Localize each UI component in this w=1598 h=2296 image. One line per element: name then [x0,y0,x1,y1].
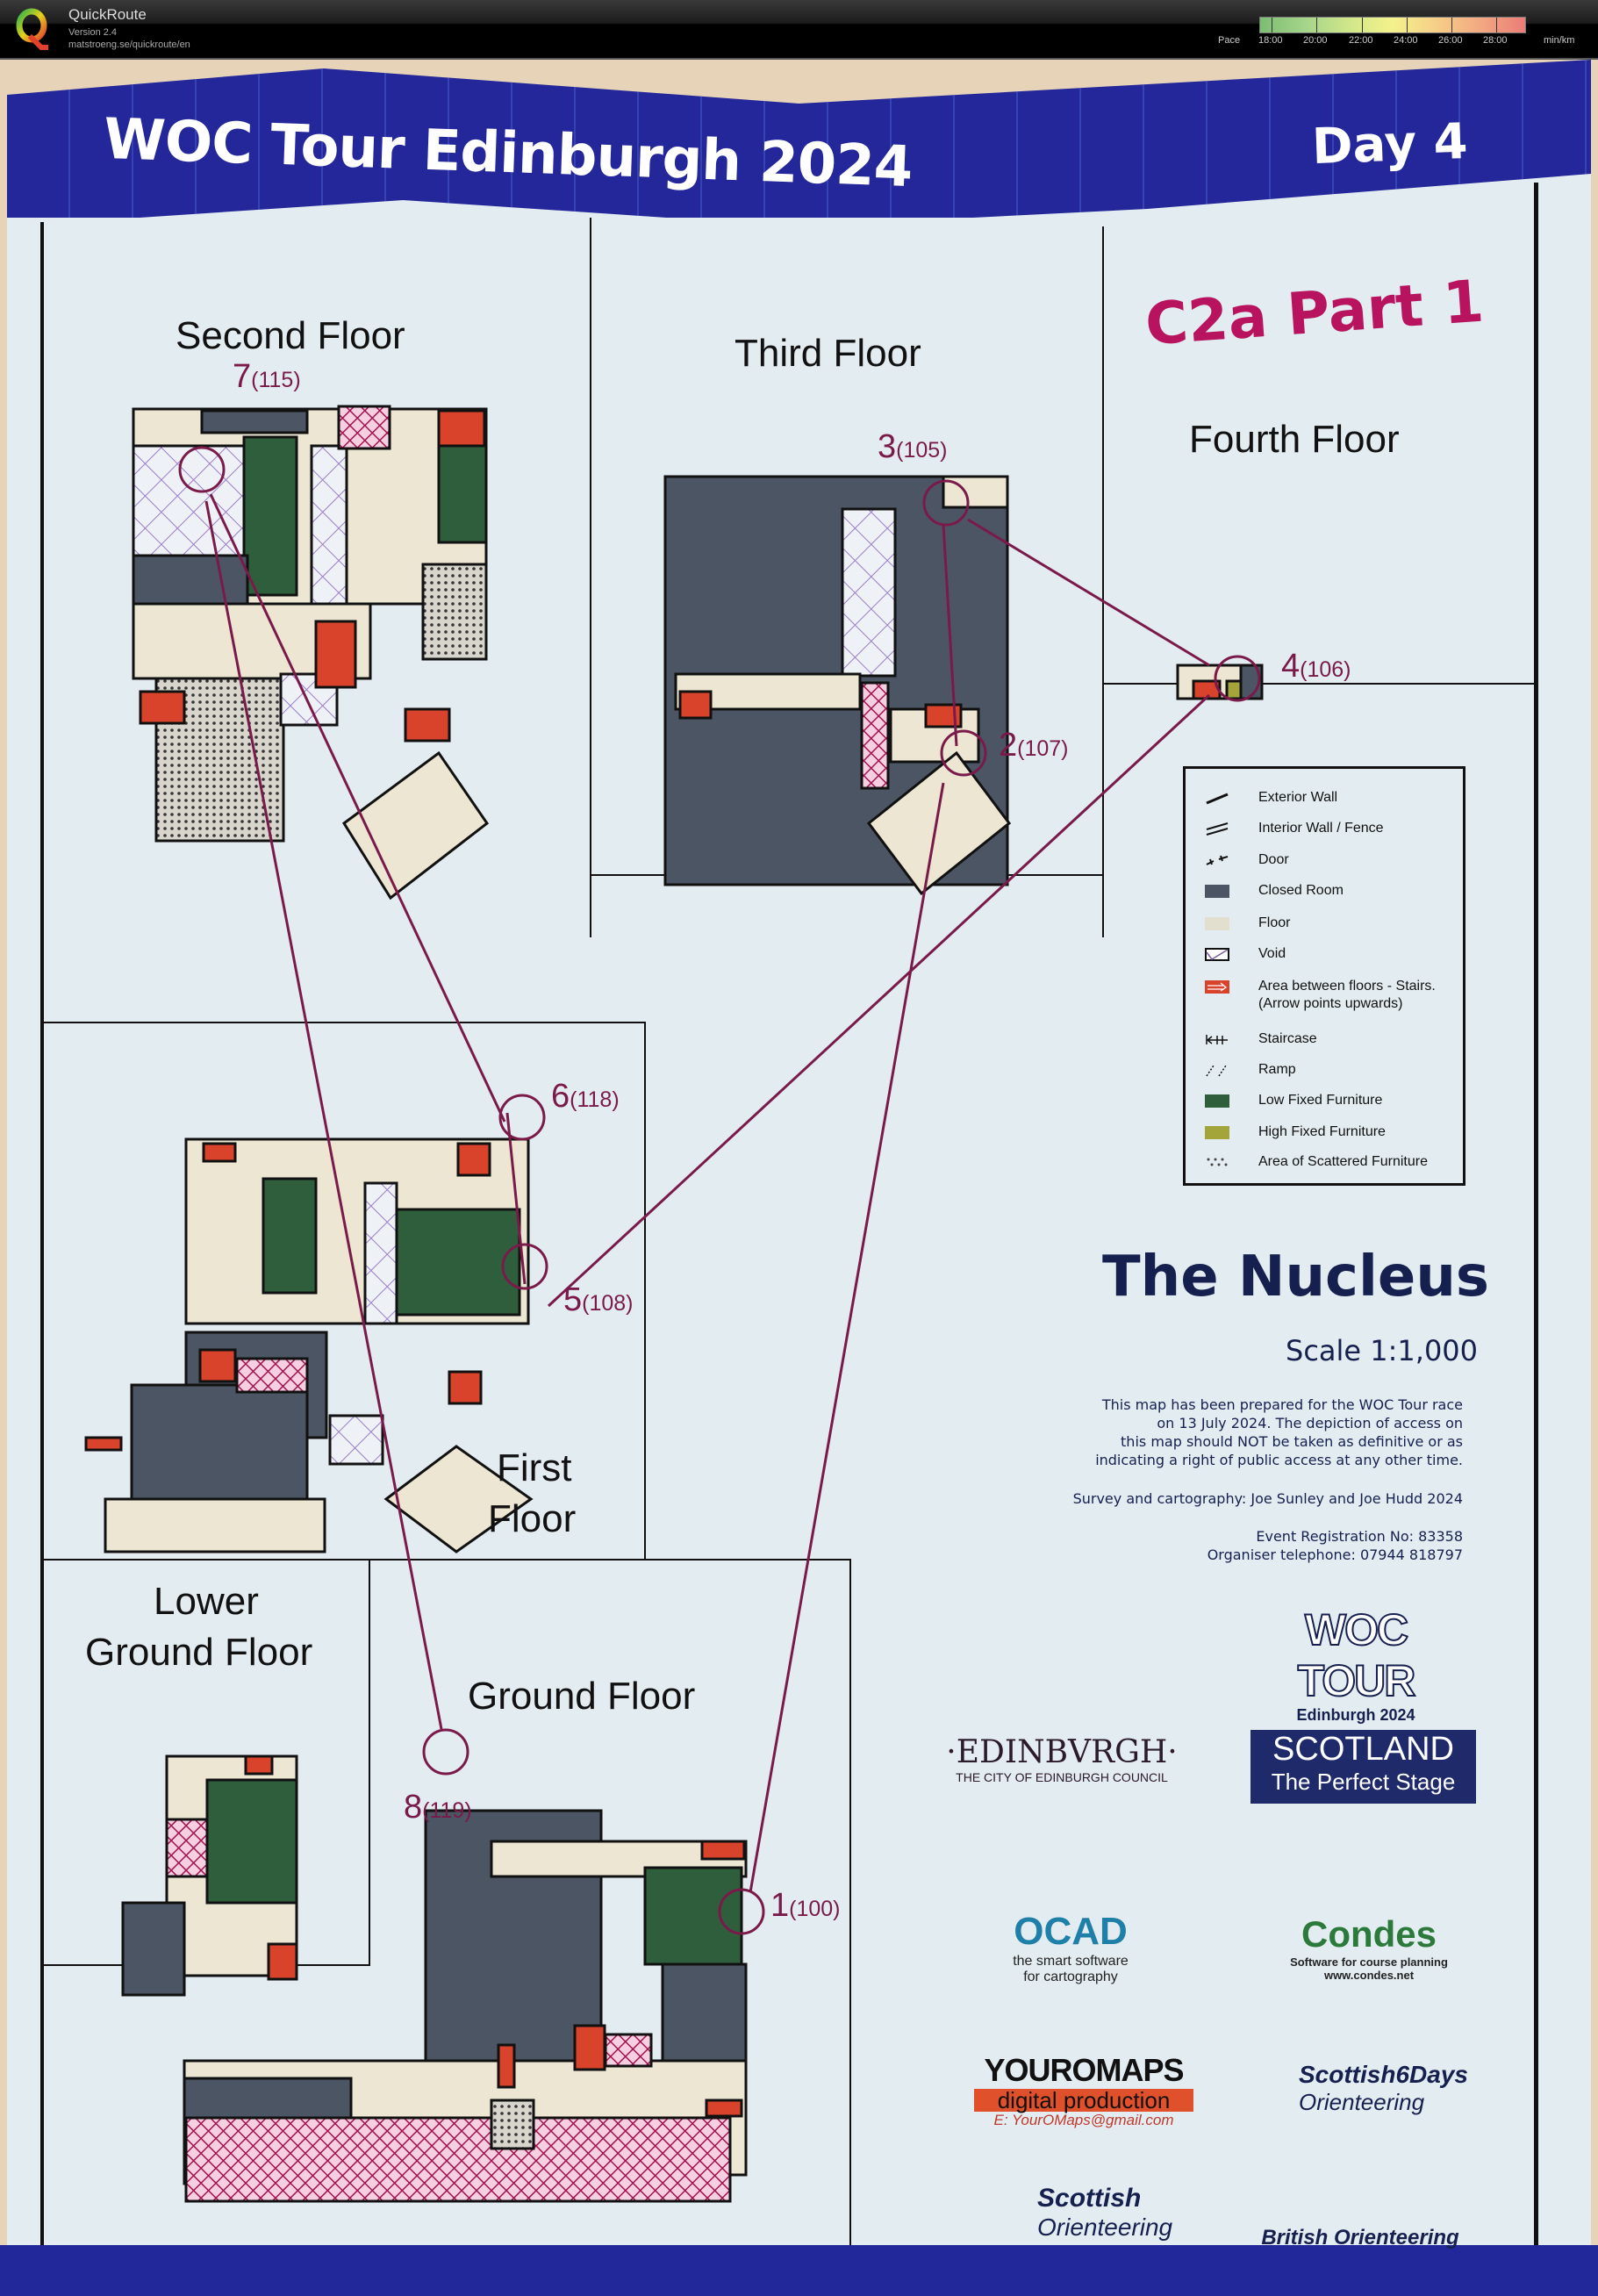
floor-title-lower-ground: Lower [154,1580,259,1623]
pace-unit: min/km [1544,35,1575,46]
control-4[interactable]: 4(106) [1281,648,1351,685]
condes-logo: Condes Software for course planning www.… [1290,1913,1448,1982]
legend-item: Staircase [1186,1030,1463,1051]
q-logo-icon [16,8,48,50]
staircase-icon [1206,1035,1228,1044]
scottish-orienteering-logo: Scottish Orienteering [1037,2184,1173,2241]
legend-item: Void [1186,944,1463,965]
low-furniture-swatch [1205,1094,1229,1108]
scottish-6-days-logo: Scottish6Days Orienteering [1299,2061,1468,2115]
pace-tick-label: 28:00 [1483,35,1508,46]
control-5[interactable]: 5(108) [563,1281,634,1318]
scattered-furniture-swatch [1207,1158,1228,1166]
legend-item: Door [1186,850,1463,872]
void-swatch [1205,948,1229,961]
control-1[interactable]: 1(100) [770,1887,841,1924]
floor-title-first: First [497,1446,572,1489]
frame-left [40,222,44,2245]
app-header: QuickRoute Version 2.4 matstroeng.se/qui… [0,0,1598,60]
floor-title-lower-ground-2: Ground Floor [85,1631,313,1674]
pace-tick-label: 22:00 [1349,35,1373,46]
frame-divider [644,1022,646,1559]
pace-tick-label: 26:00 [1438,35,1463,46]
control-6[interactable]: 6(118) [551,1078,620,1115]
floor-title-ground: Ground Floor [468,1675,696,1718]
ground-floor-plan [183,1809,748,2203]
floor-title-third: Third Floor [735,332,921,375]
scotland-logo: SCOTLAND The Perfect Stage [1250,1730,1476,1804]
first-floor-plan [84,1137,534,1553]
course-overlay [178,446,1261,1935]
app-url[interactable]: matstroeng.se/quickroute/en [68,39,190,50]
frame-divider [1102,226,1104,937]
youromaps-logo: YOUROMAPS digital production E: YourOMap… [974,2052,1193,2129]
event-info: Event Registration No: 83358 Organiser t… [1207,1528,1463,1563]
floor-title-second: Second Floor [176,314,405,357]
pace-tick-label: 20:00 [1303,35,1328,46]
legend-item: Low Fixed Furniture [1186,1091,1463,1112]
legend-item: Closed Room [1186,881,1463,902]
legend-item: Interior Wall / Fence [1186,819,1463,840]
legend-item: High Fixed Furniture [1186,1123,1463,1144]
legend-item: Ramp [1186,1060,1463,1081]
frame-divider [44,1559,851,1561]
floor-title-fourth: Fourth Floor [1189,418,1400,461]
frame-divider [44,1022,646,1023]
floor-plans [84,405,1264,2203]
control-8[interactable]: 8(119) [404,1789,472,1826]
exterior-wall-icon [1206,793,1229,805]
third-floor-plan [663,475,1012,896]
ramp-icon [1206,1065,1227,1077]
legend-item-note: (Arrow points upwards) [1258,996,1403,1011]
map-canvas[interactable]: WOC Tour Edinburgh 2024 Day 4 [0,60,1598,2296]
map-legend: Exterior Wall Interior Wall / Fence Door… [1183,766,1465,1186]
frame-divider [1102,683,1536,685]
interior-wall-icon [1206,822,1229,836]
app-name: QuickRoute [68,6,147,23]
frame-divider [369,1559,370,1964]
frame-divider [849,1559,851,2245]
closed-room-swatch [1205,885,1229,898]
floor-swatch [1205,917,1229,930]
legend-item: Area between floors - Stairs. [1186,977,1463,998]
woc-tour-logo: WOC TOUR Edinburgh 2024 [1296,1604,1416,1724]
ocad-logo: OCAD the smart software for cartography [1013,1910,1129,1984]
edinburgh-council-logo: ·EDINBVRGH· THE CITY OF EDINBURGH COUNCI… [946,1734,1178,1784]
pace-tick-label: 18:00 [1258,35,1283,46]
control-7[interactable]: 7(115) [233,358,301,395]
venue-name: The Nucleus [1102,1245,1489,1309]
pace-tick-label: 24:00 [1394,35,1418,46]
stairs-arrow-icon [1205,980,1229,994]
frame-divider [590,218,591,937]
legend-item: Area of Scattered Furniture [1186,1152,1463,1173]
floor-title-first-2: Floor [488,1497,577,1540]
second-floor-plan [132,405,490,900]
british-orienteering-logo: British Orienteering [1261,2226,1459,2249]
legend-item: Exterior Wall [1186,788,1463,809]
app-version: Version 2.4 [68,27,118,38]
bottom-banner [0,2245,1598,2296]
pace-label: Pace [1218,35,1241,46]
disclaimer: This map has been prepared for the WOC T… [1095,1396,1463,1468]
high-furniture-swatch [1205,1126,1229,1139]
door-icon [1206,855,1229,865]
control-3[interactable]: 3(105) [878,428,948,465]
frame-right [1534,183,1538,2245]
map-scale: Scale 1:1,000 [1286,1334,1479,1367]
lower-ground-floor-plan [121,1754,298,1997]
control-2[interactable]: 2(107) [999,727,1069,764]
pace-color-scale [1259,17,1526,33]
legend-item: Floor [1186,914,1463,935]
survey-credit: Survey and cartography: Joe Sunley and J… [1072,1490,1463,1507]
